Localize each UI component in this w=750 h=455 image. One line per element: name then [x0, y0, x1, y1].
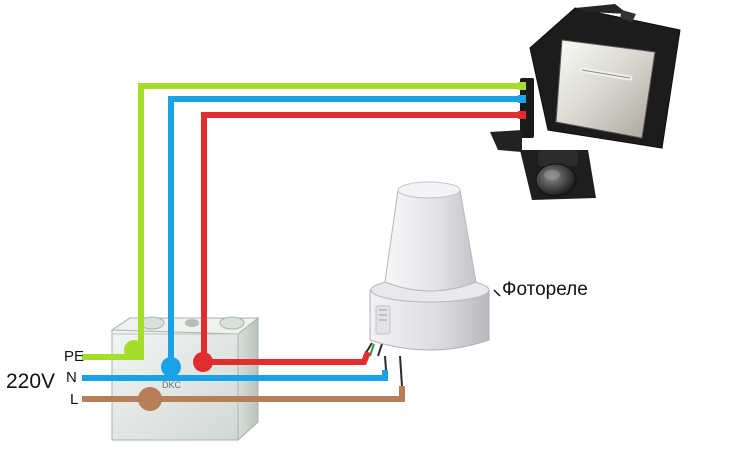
svg-text:DKC: DKC — [162, 380, 182, 390]
label-n: N — [66, 369, 77, 386]
wire-red — [193, 111, 526, 372]
wire-n — [82, 95, 526, 381]
wire-pe — [82, 82, 526, 360]
label-photorelay: Фотореле — [502, 279, 588, 300]
photorelay-device — [363, 181, 490, 357]
relay-lead-wires — [384, 355, 403, 387]
floodlight-device — [490, 4, 681, 200]
wire-l — [82, 386, 405, 411]
relay-pointer — [493, 289, 501, 297]
label-l: L — [70, 391, 79, 408]
label-voltage: 220V — [6, 370, 56, 393]
label-pe: PE — [64, 348, 85, 365]
